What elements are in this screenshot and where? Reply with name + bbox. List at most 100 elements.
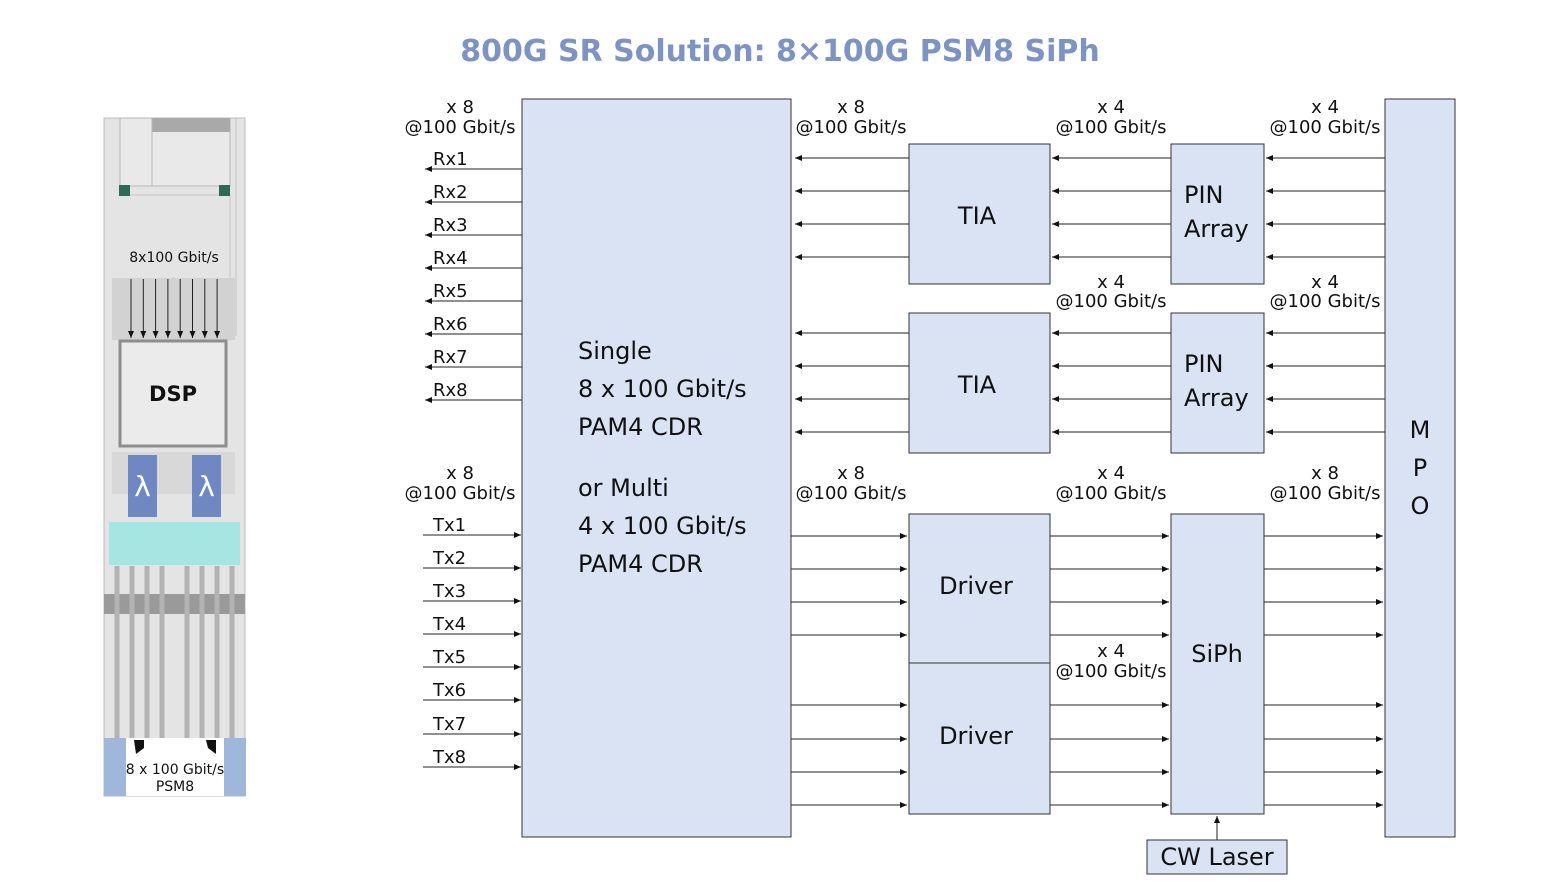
pin-array-block-1 — [1170, 143, 1265, 285]
cdr-block — [521, 98, 792, 838]
connector-label-line1: 8 x 100 Gbit/s — [126, 762, 224, 778]
rx-port-label: Rx3 — [433, 215, 468, 236]
module-pin-right — [219, 185, 230, 196]
tia-block-2 — [908, 312, 1051, 454]
tx-port-label: Tx6 — [432, 680, 466, 701]
tx-port-label: Tx8 — [432, 747, 466, 768]
lambda-label-left: λ — [134, 470, 151, 503]
cdr-text-line3: PAM4 CDR — [578, 413, 703, 441]
rate-speed-rx-pin2: @100 Gbit/s — [1270, 291, 1381, 312]
rx-port-label: Rx5 — [433, 281, 468, 302]
dsp-chip — [118, 339, 228, 448]
rate-count-rx-tia2: x 4 — [1097, 272, 1125, 293]
rate-count-tx-siph: x 8 — [1311, 463, 1339, 484]
mpo-connector-block — [1384, 98, 1456, 838]
tia-block-1 — [908, 143, 1051, 285]
tx-port-label: Tx5 — [432, 647, 466, 668]
tia-label-1: TIA — [957, 202, 997, 230]
tx-port-label: Tx7 — [432, 714, 466, 735]
module-fiber — [229, 566, 235, 738]
rx-port-label: Rx7 — [433, 347, 468, 368]
rate-count-tx-cdr: x 8 — [837, 463, 865, 484]
connector-key-left — [134, 740, 144, 754]
module-fiber — [114, 566, 120, 738]
tx-port-label: Tx2 — [432, 548, 466, 569]
module-fiber — [199, 566, 205, 738]
rate-count-tx-driver1: x 4 — [1097, 463, 1125, 484]
rate-count-rx-left: x 8 — [446, 97, 474, 118]
page-title: 800G SR Solution: 8×100G PSM8 SiPh — [460, 34, 1099, 69]
mpo-letter-m: M — [1410, 416, 1431, 444]
cdr-text-line1: Single — [578, 337, 652, 365]
rate-count-rx-tia1: x 4 — [1097, 97, 1125, 118]
module-fiber — [144, 566, 150, 738]
cdr-text-line6: PAM4 CDR — [578, 550, 703, 578]
pin-array-label-1b: Array — [1184, 215, 1249, 243]
connector-right — [224, 738, 246, 796]
cw-laser-block — [1146, 839, 1288, 875]
module-bus-arrows — [128, 279, 221, 338]
optical-band — [109, 522, 240, 565]
rate-speed-rx-pin1: @100 Gbit/s — [1270, 117, 1381, 138]
rx-port-label: Rx8 — [433, 380, 468, 401]
module-fiber — [184, 566, 190, 738]
siph-block — [1170, 513, 1265, 815]
tx-port-label: Tx4 — [432, 614, 466, 635]
dsp-label: DSP — [149, 382, 197, 406]
tia-label-2: TIA — [957, 371, 997, 399]
connector-left — [104, 738, 126, 796]
cdr-text-line5: 4 x 100 Gbit/s — [578, 512, 747, 540]
mpo-letter-o: O — [1411, 492, 1430, 520]
tx-port-label: Tx1 — [432, 515, 466, 536]
rx-port-label: Rx6 — [433, 314, 468, 335]
module-fiber — [214, 566, 220, 738]
cdr-text-line4: or Multi — [578, 474, 669, 502]
module-fibers — [114, 566, 235, 738]
rate-speed-tx-driver2: @100 Gbit/s — [1056, 661, 1167, 682]
rate-speed-rx-cdr: @100 Gbit/s — [796, 117, 907, 138]
rx-port-label: Rx4 — [433, 248, 468, 269]
driver-label-1: Driver — [939, 572, 1013, 600]
port-labels: Rx1Rx2Rx3Rx4Rx5Rx6Rx7Rx8Tx1Tx2Tx3Tx4Tx5T… — [432, 149, 468, 768]
rx-port-label: Rx1 — [433, 149, 468, 170]
cdr-text-line2: 8 x 100 Gbit/s — [578, 375, 747, 403]
module-top-bar — [152, 118, 230, 132]
driver-label-2: Driver — [939, 722, 1013, 750]
lambda-block-left — [128, 455, 157, 517]
rate-count-rx-pin1: x 4 — [1311, 97, 1339, 118]
driver-block-1 — [908, 513, 1051, 664]
siph-label: SiPh — [1191, 640, 1243, 668]
rate-count-rx-cdr: x 8 — [837, 97, 865, 118]
rate-count-rx-pin2: x 4 — [1311, 272, 1339, 293]
rate-speed-rx-tia1: @100 Gbit/s — [1056, 117, 1167, 138]
module-fiber — [129, 566, 135, 738]
module-bus-area — [112, 278, 235, 340]
connector-label-line2: PSM8 — [156, 779, 194, 795]
pin-array-block-2 — [1170, 312, 1265, 454]
transceiver-module: 8x100 Gbit/s DSP λ λ 8 x 100 Gbit/s PSM8 — [103, 117, 246, 797]
rate-speed-tx-siph: @100 Gbit/s — [1270, 483, 1381, 504]
rate-speed-tx-driver1: @100 Gbit/s — [1056, 483, 1167, 504]
fiber-clamp — [104, 594, 245, 614]
rx-port-label: Rx2 — [433, 182, 468, 203]
module-bus-label: 8x100 Gbit/s — [129, 250, 219, 266]
rate-count-tx-driver2: x 4 — [1097, 641, 1125, 662]
cw-laser-label: CW Laser — [1160, 843, 1273, 871]
rate-speed-rx-left: @100 Gbit/s — [405, 117, 516, 138]
module-outline — [120, 118, 153, 187]
pin-array-label-2b: Array — [1184, 384, 1249, 412]
lambda-label-right: λ — [198, 470, 215, 503]
pin-array-label-2a: PIN — [1184, 350, 1224, 378]
module-fiber — [159, 566, 165, 738]
mpo-letter-p: P — [1413, 454, 1427, 482]
lambda-block-right — [192, 455, 221, 517]
module-pin-left — [119, 185, 130, 196]
connector-key-right — [206, 740, 216, 754]
driver-block-2 — [908, 662, 1051, 815]
rate-count-tx-left: x 8 — [446, 463, 474, 484]
rate-speed-tx-left: @100 Gbit/s — [405, 483, 516, 504]
rate-labels: x 8 @100 Gbit/s x 8 @100 Gbit/s x 4 @100… — [405, 97, 1381, 682]
rate-speed-rx-tia2: @100 Gbit/s — [1056, 291, 1167, 312]
signal-lines — [423, 155, 1385, 808]
